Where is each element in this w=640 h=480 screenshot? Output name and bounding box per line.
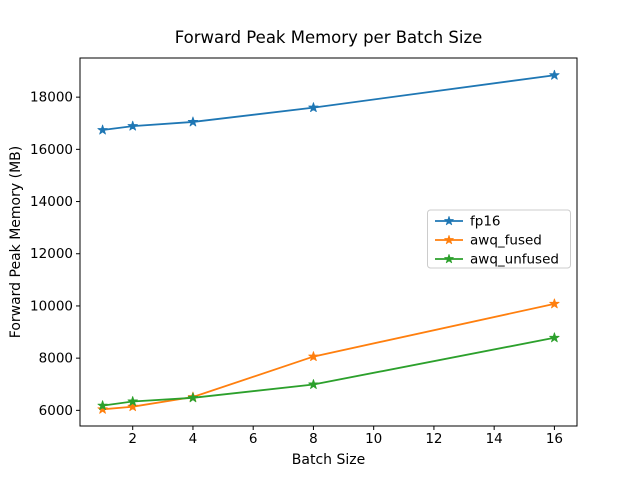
y-tick-label: 18000 [30,90,73,106]
y-tick-label: 8000 [39,351,73,367]
legend-marker-awq_unfused [444,253,454,264]
x-tick-label: 4 [189,431,198,447]
y-tick-label: 16000 [30,142,73,158]
x-tick-label: 6 [249,431,258,447]
data-point-marker-awq_unfused [549,332,560,343]
legend-marker-awq_fused [444,234,454,245]
chart-title: Forward Peak Memory per Batch Size [174,28,483,47]
x-tick-label: 14 [486,431,503,447]
y-tick-label: 10000 [30,298,73,314]
data-point-marker-awq_fused [308,351,319,362]
legend-box [427,209,571,269]
x-tick-label: 8 [309,431,318,447]
data-point-marker-fp16 [127,120,138,131]
x-tick-label: 12 [425,431,442,447]
legend-label-awq_fused: awq_fused [470,233,542,249]
y-tick-label: 6000 [39,403,73,419]
data-point-marker-fp16 [549,69,560,80]
data-point-marker-awq_fused [127,401,138,412]
data-point-marker-awq_fused [97,403,108,414]
legend-marker-fp16 [444,215,454,226]
x-tick-label: 10 [365,431,382,447]
data-point-marker-awq_unfused [308,379,319,389]
data-point-marker-fp16 [308,102,319,113]
data-point-marker-fp16 [97,124,108,135]
data-point-marker-awq_unfused [127,396,138,406]
x-tick-label: 2 [128,431,137,447]
legend-label-fp16: fp16 [470,214,501,230]
data-point-marker-awq_unfused [187,392,199,403]
x-tick-label: 16 [546,431,563,447]
data-point-marker-awq_fused [549,298,560,309]
x-axis-label: Batch Size [291,452,366,468]
legend-label-awq_unfused: awq_unfused [470,252,559,268]
y-tick-label: 12000 [30,246,73,262]
y-tick-label: 14000 [30,194,73,210]
data-point-marker-awq_unfused [97,400,108,411]
data-point-marker-fp16 [187,116,199,127]
